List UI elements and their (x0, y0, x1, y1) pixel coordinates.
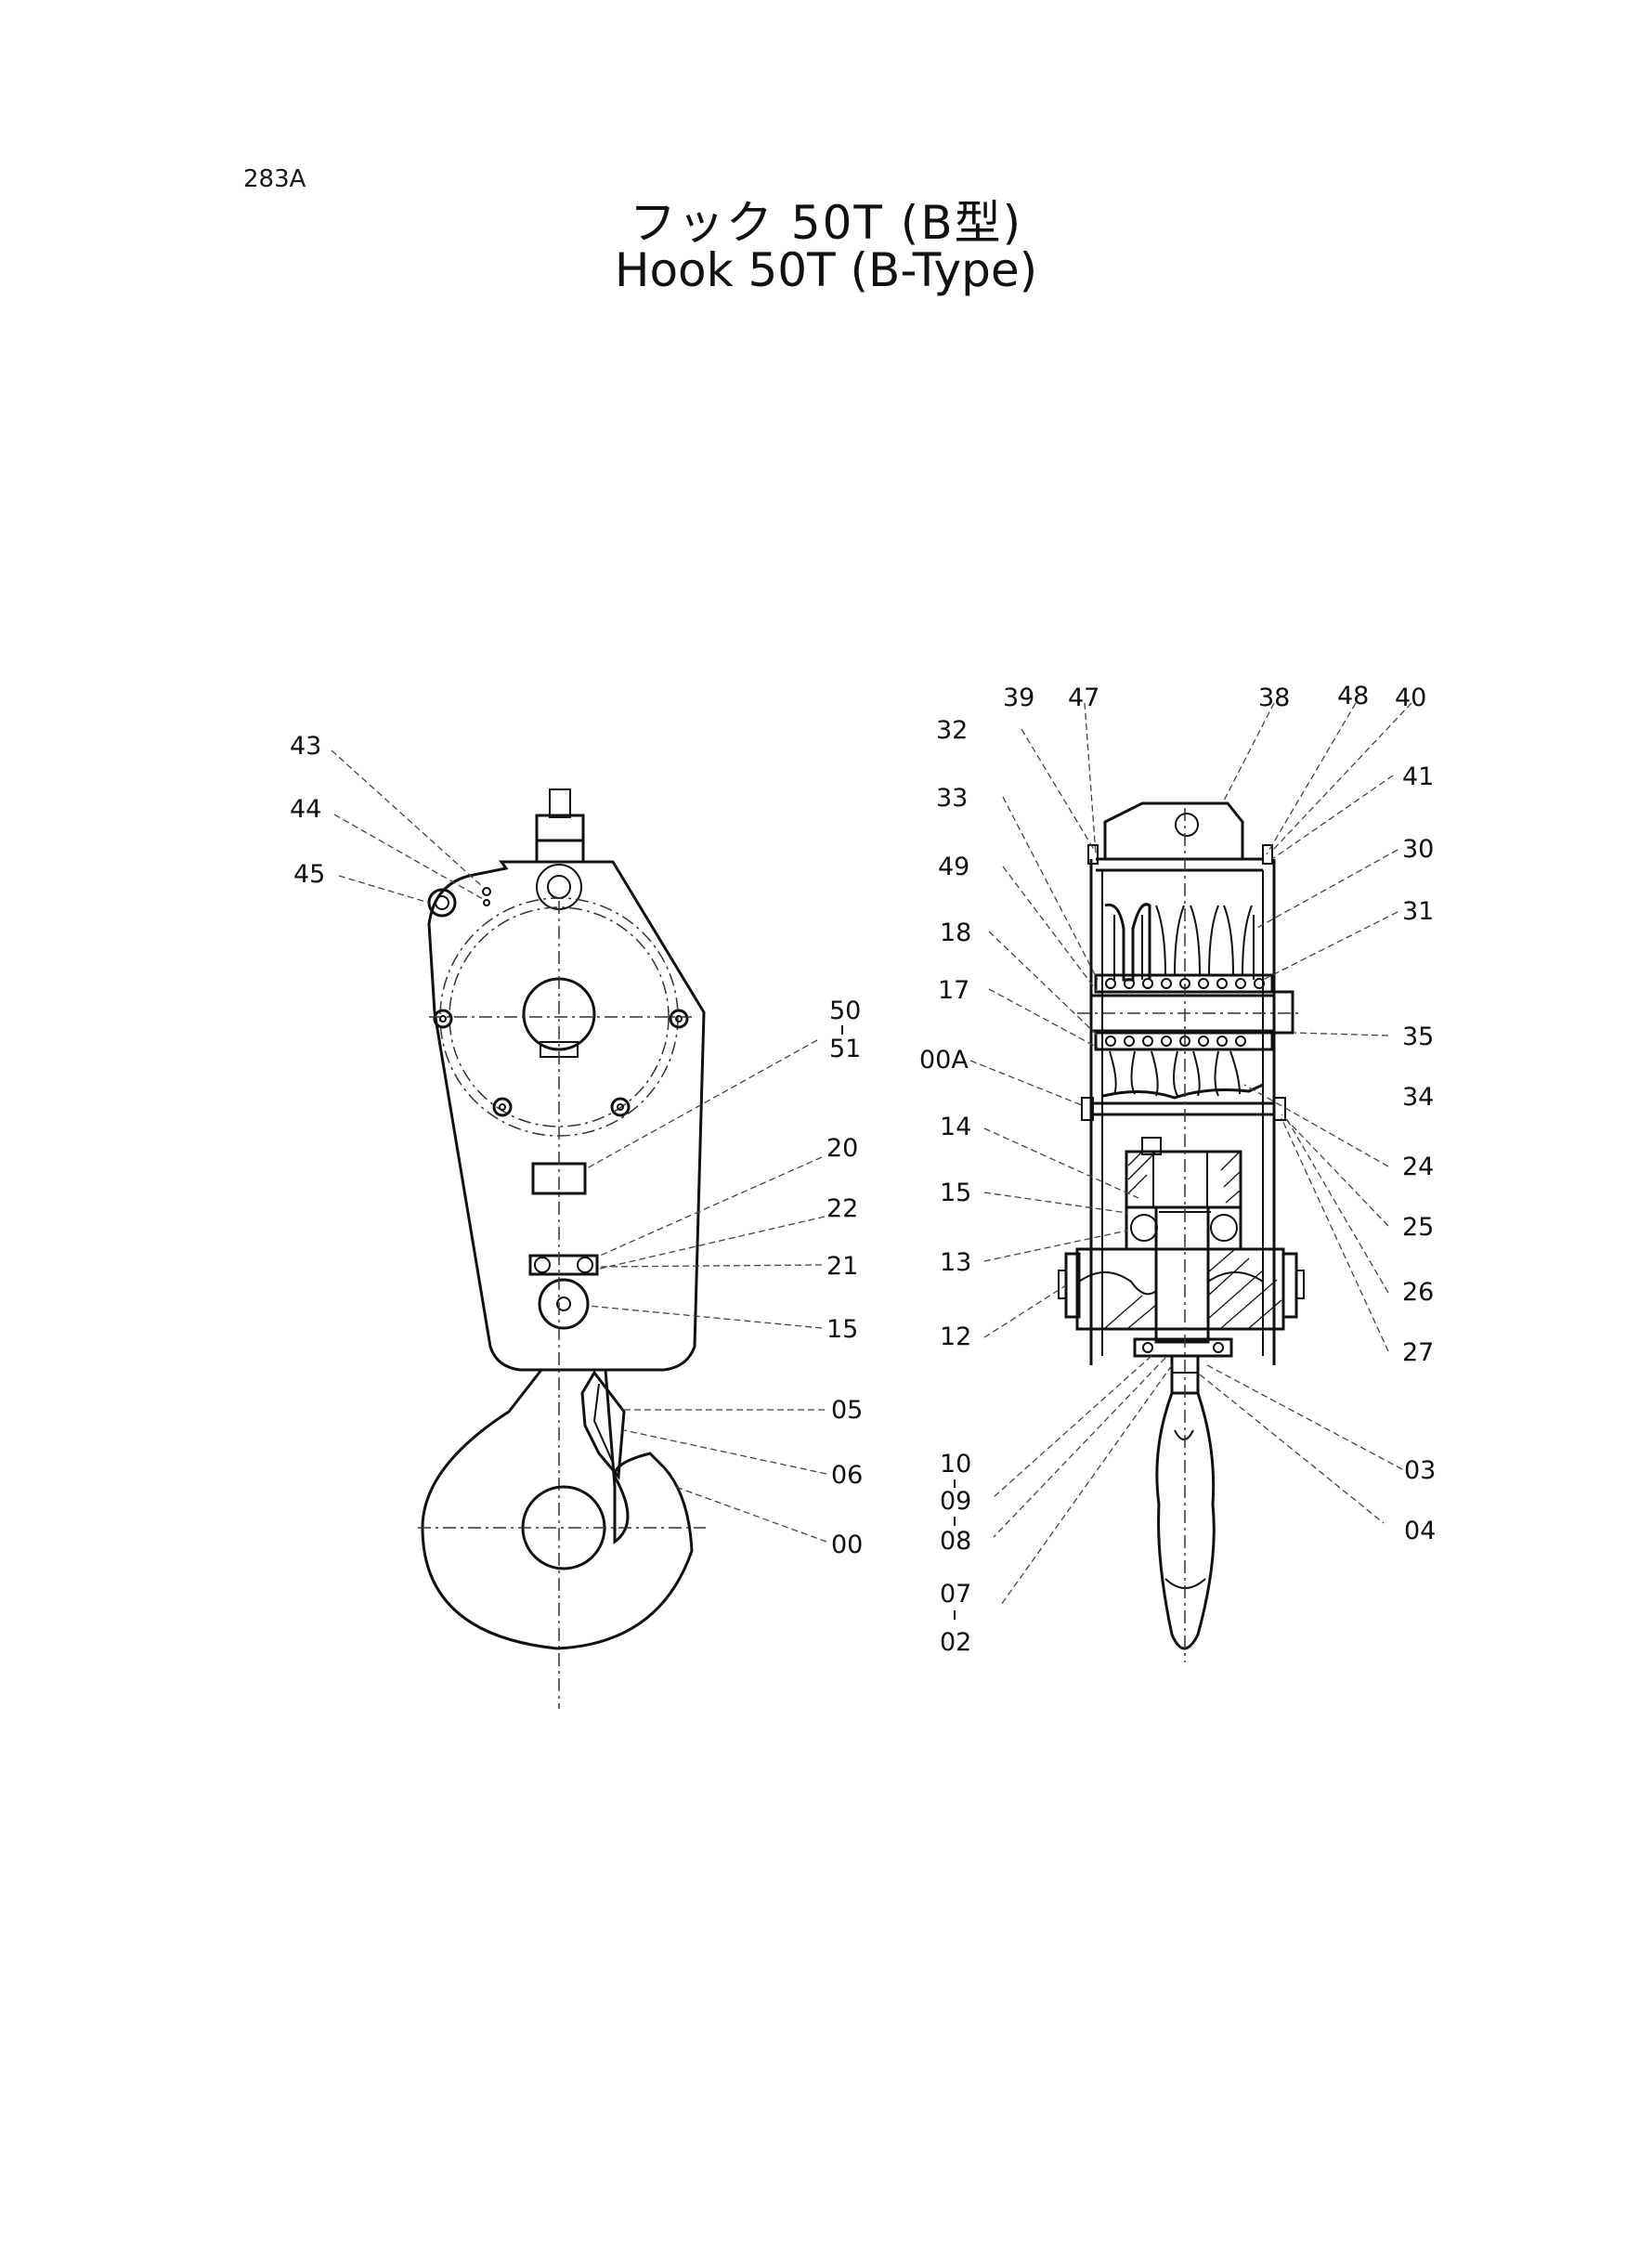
callout-20: 20 (826, 1134, 858, 1163)
callout-08: 08 (940, 1527, 971, 1556)
callout-12: 12 (940, 1322, 971, 1351)
callout-00: 00 (831, 1531, 863, 1559)
callout-05: 05 (831, 1396, 863, 1425)
callout-51: 51 (829, 1035, 861, 1063)
callout-06: 06 (831, 1461, 863, 1490)
callout-45: 45 (293, 860, 325, 889)
callout-44: 44 (290, 795, 321, 824)
callout-10: 10 (940, 1450, 971, 1479)
callout-15-right: 15 (940, 1179, 971, 1207)
callout-43: 43 (290, 732, 321, 761)
upper-sheave-stack (1094, 903, 1274, 994)
callout-15-left: 15 (826, 1315, 858, 1344)
callout-02: 02 (940, 1628, 971, 1657)
callout-38: 38 (1258, 684, 1290, 712)
callout-49: 49 (938, 853, 969, 881)
callout-24: 24 (1402, 1153, 1434, 1181)
callout-00A: 00A (919, 1046, 969, 1075)
callout-40: 40 (1395, 684, 1426, 712)
callout-41: 41 (1402, 762, 1434, 791)
callout-47: 47 (1068, 684, 1099, 712)
callout-39: 39 (1003, 684, 1034, 712)
callout-48: 48 (1337, 682, 1369, 710)
title-english: Hook 50T (B-Type) (614, 243, 1038, 297)
callout-32: 32 (936, 716, 968, 745)
page-code: 283A (243, 165, 306, 193)
callout-04: 04 (1404, 1517, 1436, 1545)
lower-sheave-stack (1094, 1031, 1274, 1100)
callout-25: 25 (1402, 1213, 1434, 1242)
callout-50: 50 (829, 997, 861, 1025)
callout-34: 34 (1402, 1083, 1434, 1112)
callout-14: 14 (940, 1113, 971, 1141)
callout-35: 35 (1402, 1023, 1434, 1051)
callout-18: 18 (940, 919, 971, 947)
callout-17: 17 (938, 976, 969, 1005)
callout-03: 03 (1404, 1456, 1436, 1485)
callout-labels: 43 44 45 50 51 20 22 21 15 05 06 00 39 4… (290, 682, 1436, 1657)
title-japanese: フック 50T (B型) (629, 196, 1023, 250)
callout-31: 31 (1402, 897, 1434, 926)
hook-side-section-view (1058, 801, 1305, 1662)
callout-33: 33 (936, 784, 968, 813)
callout-26: 26 (1402, 1278, 1434, 1307)
callout-27: 27 (1402, 1338, 1434, 1367)
callout-13: 13 (940, 1248, 971, 1277)
callout-22: 22 (826, 1194, 858, 1223)
callout-30: 30 (1402, 835, 1434, 864)
callout-07: 07 (940, 1580, 971, 1609)
leader-lines (331, 702, 1412, 1606)
callout-09: 09 (940, 1487, 971, 1516)
callout-21: 21 (826, 1252, 858, 1281)
hook-front-view (418, 788, 706, 1709)
